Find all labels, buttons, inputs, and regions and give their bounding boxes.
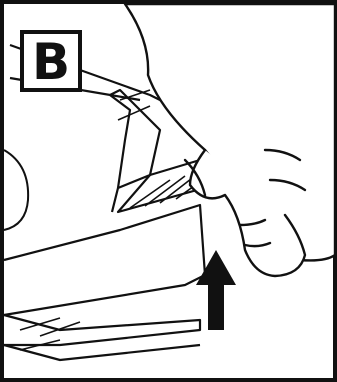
step-letter: B — [32, 37, 70, 87]
step-badge: B — [20, 30, 82, 92]
